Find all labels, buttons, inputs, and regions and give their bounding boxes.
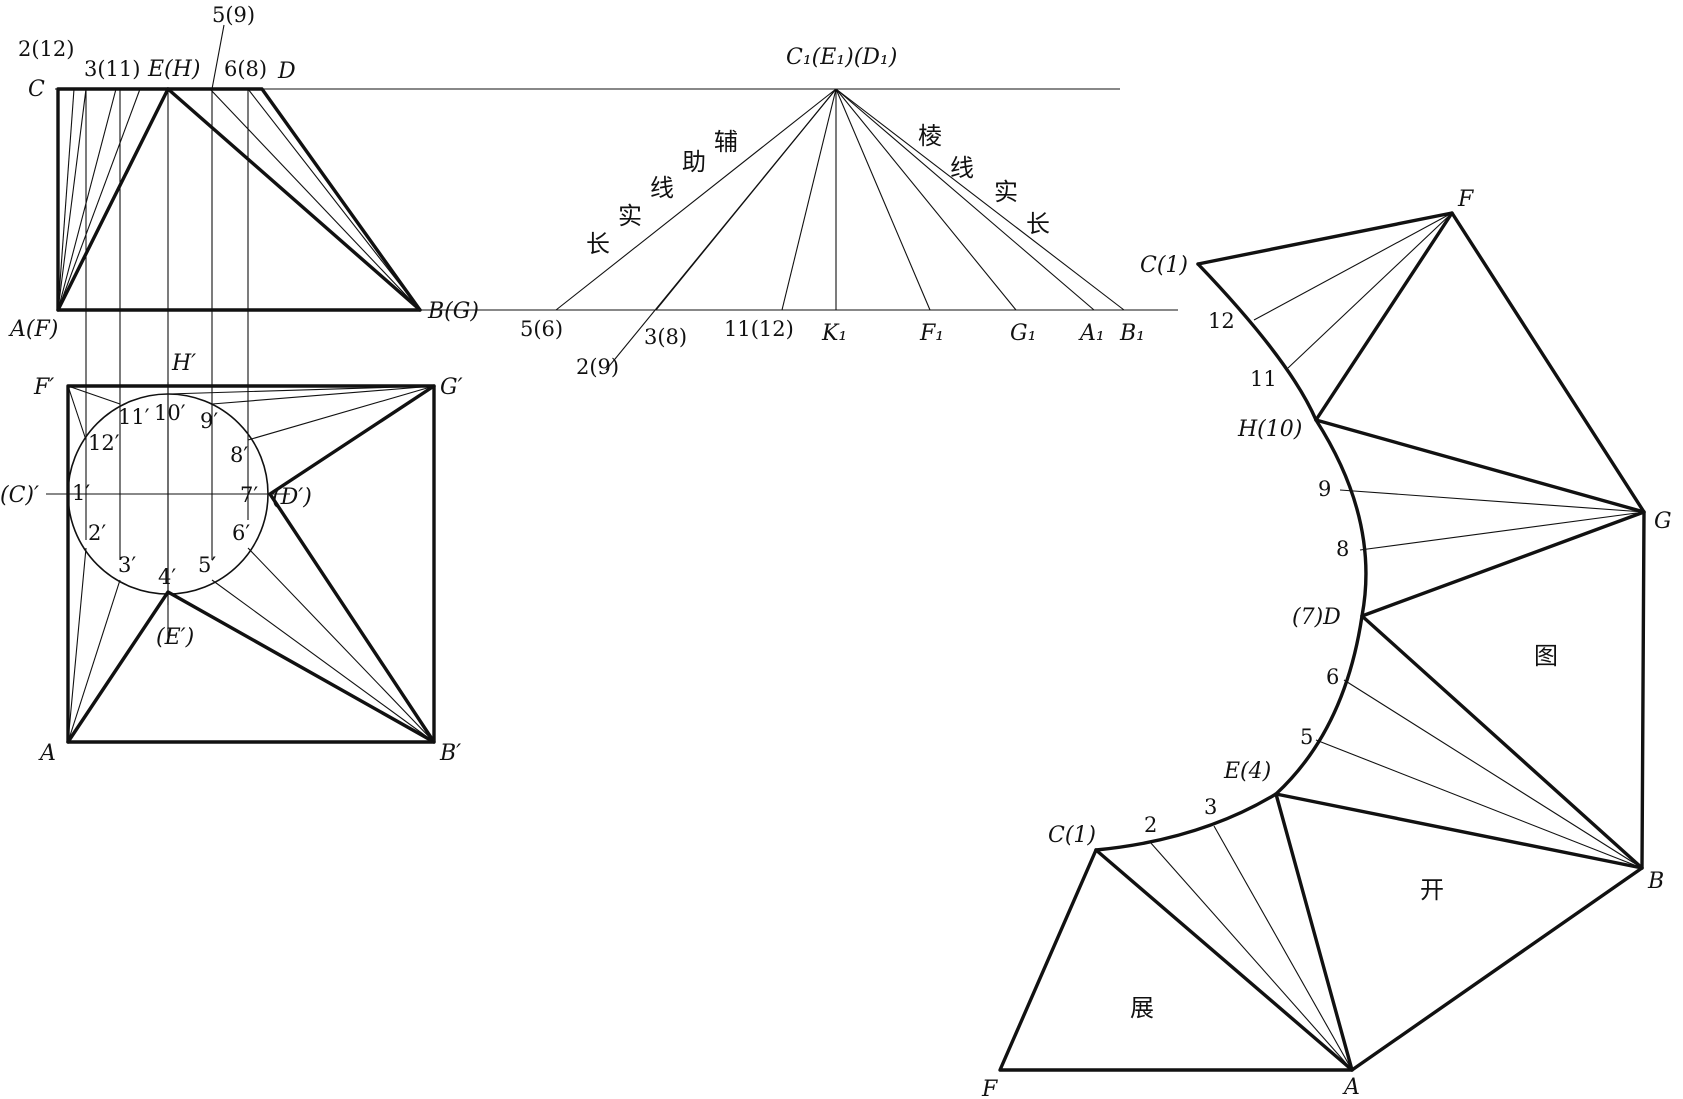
caption-kai: 开	[1420, 876, 1444, 904]
point-2: 2′	[88, 521, 106, 545]
point-9: 9′	[200, 409, 218, 433]
point-10: 10′	[154, 401, 186, 425]
true-length-base-labels: 5(6) 2(9) 3(8) 11(12) K₁ F₁ G₁ A₁ B₁	[520, 317, 1145, 379]
label-C: C	[28, 77, 45, 102]
label-3-11: 3(11)	[84, 57, 140, 81]
label-2: 2	[1144, 813, 1157, 837]
label-3-8: 3(8)	[644, 325, 687, 349]
point-7: 7′	[240, 483, 258, 507]
label-C1-top: C(1)	[1140, 253, 1188, 278]
true-length-diagram: C₁(E₁)(D₁) 5(6) 2(9) 3(8) 11(12) K₁ F₁ G…	[520, 45, 1145, 379]
label-C1-bottom: C(1)	[1048, 823, 1096, 848]
label-G: G	[1654, 509, 1672, 534]
label-F-prime: F′	[33, 375, 54, 400]
label-E-H: E(H)	[147, 57, 200, 82]
caption-char: 实	[618, 202, 642, 230]
label-5-6: 5(6)	[520, 317, 563, 341]
front-fan-right	[209, 88, 421, 311]
label-E-prime: (E′)	[156, 625, 194, 650]
label-G1: G₁	[1010, 321, 1036, 346]
label-9: 9	[1318, 477, 1331, 501]
label-A: A	[38, 741, 56, 766]
aux-true-length-caption: 长 实 线 助 辅	[586, 128, 738, 258]
label-F-top: F	[1457, 187, 1474, 212]
label-B-G: B(G)	[427, 299, 479, 324]
label-H-prime: H′	[171, 351, 196, 376]
caption-char: 棱	[918, 122, 942, 150]
label-2-12: 2(12)	[18, 37, 74, 61]
label-6: 6	[1326, 665, 1339, 689]
front-view: C D E(H) A(F) B(G) 2(12) 3(11) 6(8) 5(9)	[8, 3, 1178, 605]
label-A-F: A(F)	[8, 317, 58, 342]
caption-char: 助	[682, 148, 706, 176]
label-11-12: 11(12)	[724, 317, 794, 341]
edge-A-E	[56, 87, 170, 312]
label-D-prime: (D′)	[272, 485, 312, 510]
caption-char: 辅	[714, 128, 738, 156]
label-B-prime: B′	[439, 741, 461, 766]
label-D: D	[277, 59, 296, 84]
label-6-8: 6(8)	[224, 57, 267, 81]
label-C-prime: (C)′	[0, 483, 39, 508]
label-5: 5	[1300, 725, 1313, 749]
caption-tu: 图	[1534, 642, 1558, 670]
edge-E-B	[166, 87, 422, 312]
caption-char: 线	[650, 174, 674, 202]
label-B: B	[1647, 869, 1664, 894]
point-6: 6′	[232, 521, 250, 545]
point-4: 4′	[158, 565, 176, 589]
caption-char: 线	[950, 154, 974, 182]
caption-char: 实	[994, 178, 1018, 206]
label-E4: E(4)	[1223, 759, 1271, 784]
development-drawing: F C(1) 12 11 H(10) 9 8 G (7)D 6 5 E(4) 3…	[981, 187, 1672, 1099]
caption-char: 长	[586, 230, 610, 258]
label-A-dev: A	[1342, 1075, 1360, 1099]
development-fan-lines	[1149, 212, 1645, 1071]
edge-true-length-caption: 棱 线 实 长	[918, 122, 1050, 238]
front-fan-left	[57, 88, 141, 311]
label-F-bottom: F	[981, 1077, 998, 1099]
top-fan-B	[211, 547, 435, 743]
point-8: 8′	[230, 443, 248, 467]
label-apex-C1: C₁(E₁)(D₁)	[786, 45, 897, 70]
label-5-9: 5(9)	[212, 3, 255, 27]
label-8: 8	[1336, 537, 1349, 561]
point-11: 11′	[118, 405, 150, 429]
point-1: 1′	[72, 481, 90, 505]
top-fan-G	[167, 385, 435, 441]
top-fan-F	[67, 385, 121, 441]
top-view: F′ G′ A B′ H′ (C)′ (D′) (E′) 1′ 2′ 3′ 4′…	[0, 351, 463, 766]
label-2-9: 2(9)	[576, 355, 619, 379]
label-3: 3	[1204, 795, 1217, 819]
point-3: 3′	[118, 553, 136, 577]
caption-zhan: 展	[1130, 994, 1154, 1022]
point-12: 12′	[88, 431, 120, 455]
label-G-prime: G′	[440, 375, 463, 400]
label-12: 12	[1208, 309, 1235, 333]
label-B1: B₁	[1119, 321, 1145, 346]
label-F1: F₁	[919, 321, 944, 346]
point-5: 5′	[198, 553, 216, 577]
label-A1: A₁	[1078, 321, 1105, 346]
label-K1: K₁	[821, 321, 847, 346]
caption-char: 长	[1026, 210, 1050, 238]
top-fan-A	[67, 494, 121, 743]
label-7-D: (7)D	[1292, 605, 1341, 630]
label-11: 11	[1250, 367, 1277, 391]
label-H10: H(10)	[1237, 417, 1302, 442]
